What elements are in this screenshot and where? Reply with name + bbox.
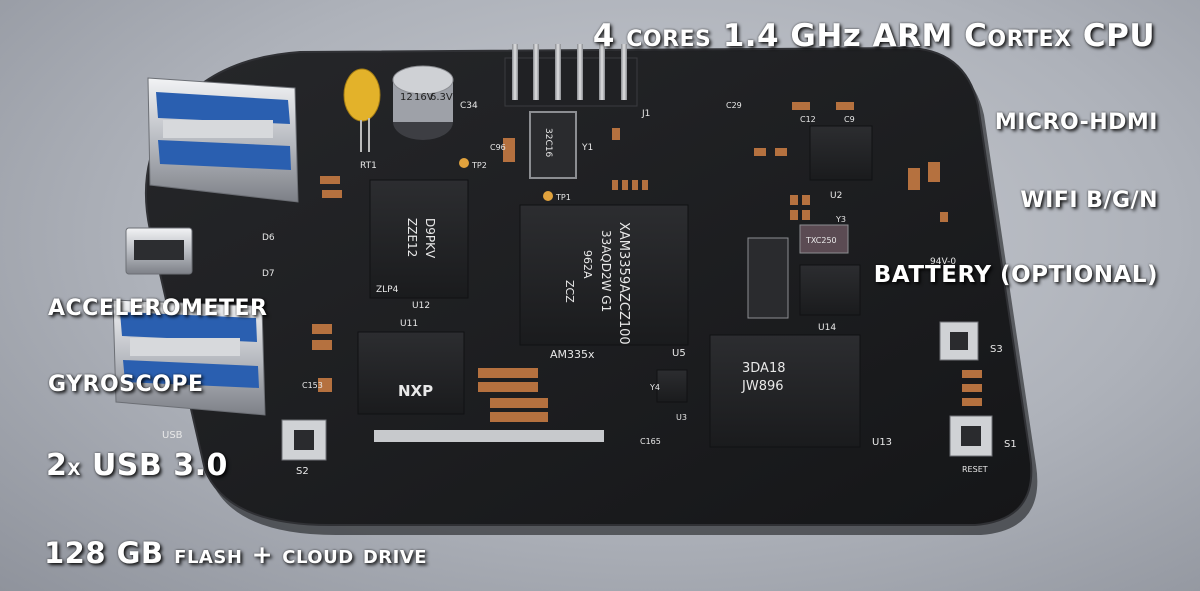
label-u14: U14 xyxy=(818,323,836,333)
label-y4: Y4 xyxy=(649,383,660,392)
label-u3: U3 xyxy=(676,413,687,422)
usb-connector-top xyxy=(147,77,299,203)
label-c34: C34 xyxy=(460,101,478,111)
test-points: TP2 TP1 xyxy=(459,158,571,202)
label-s2: S2 xyxy=(296,466,309,477)
chip-u2: U2 xyxy=(809,125,873,201)
label-y3: Y3 xyxy=(835,215,846,224)
silkscreen-labels: D6 D7 94V-0 C29 C12 C9 C96 C165 C153 xyxy=(262,101,956,446)
chip-u12: ZZE12 D9PKV ZLP4 U12 xyxy=(369,179,469,311)
feature-flash-storage: 128 GB flash + cloud drive xyxy=(44,536,427,570)
label-c9: C9 xyxy=(844,115,855,124)
resistor-array xyxy=(374,237,789,442)
label-d7: D7 xyxy=(262,269,275,279)
feature-cpu: 4 cores 1.4 GHz ARM Cortex CPU xyxy=(593,18,1155,54)
label-c153: C153 xyxy=(302,381,323,390)
c34-value-1: 12 xyxy=(400,92,413,103)
label-u12: U12 xyxy=(412,301,430,311)
crystal-y3: TXC250 Y3 xyxy=(799,215,849,254)
label-tp2: TP2 xyxy=(471,161,487,170)
feature-wifi: WIFI B/G/N xyxy=(1020,188,1158,213)
feature-usb: 2x USB 3.0 xyxy=(46,448,228,483)
feature-micro-hdmi: MICRO-HDMI xyxy=(994,110,1158,135)
cpu-cores-word: cores xyxy=(626,18,712,54)
chip-u11: NXP U11 xyxy=(357,319,465,415)
cpu-cortex-word: Cortex xyxy=(964,18,1072,54)
y3-marking: TXC250 xyxy=(805,236,837,245)
cpu-marking-1: XAM3359AZCZ100 xyxy=(616,222,631,345)
feature-accelerometer: ACCELEROMETER xyxy=(48,296,268,321)
switch-s2: S2 xyxy=(281,419,327,477)
feature-battery: BATTERY (OPTIONAL) xyxy=(873,262,1158,288)
cpu-core-count: 4 xyxy=(592,18,615,54)
u12-marking-3: ZLP4 xyxy=(376,285,399,295)
label-tp1: TP1 xyxy=(555,193,571,202)
usb-count: 2 xyxy=(46,448,68,483)
ceramic-capacitor: RT1 xyxy=(343,68,381,171)
c34-value-3: 6.3V xyxy=(430,92,453,103)
pin-header-j1: J1 xyxy=(504,44,650,119)
label-c12: C12 xyxy=(800,115,816,124)
label-j1: J1 xyxy=(641,109,650,119)
micro-connector xyxy=(125,227,193,275)
label-u2: U2 xyxy=(830,191,842,201)
label-usb: USB xyxy=(162,430,183,441)
u12-marking-1: ZZE12 xyxy=(405,218,419,257)
electrolytic-capacitor-c34: 12 16V 6.3V C34 xyxy=(392,65,478,140)
label-c29: C29 xyxy=(726,101,742,110)
usb-connector-bottom: USB xyxy=(112,299,266,441)
u13-marking-2: JW896 xyxy=(741,379,784,394)
label-reset: RESET xyxy=(962,465,988,474)
label-s3: S3 xyxy=(990,344,1003,355)
c34-value-2: 16V xyxy=(414,92,434,103)
cpu-frequency: 1.4 GHz ARM xyxy=(722,18,953,54)
cpu-marking-2: 33AQD2W G1 xyxy=(599,230,613,312)
cpu-marking-3: 962A xyxy=(581,250,594,279)
label-u5: U5 xyxy=(672,348,686,359)
cpu-marking-4: ZCZ xyxy=(563,280,576,303)
board-mark: 94V-0 xyxy=(930,257,956,267)
u11-logo: NXP xyxy=(398,382,433,400)
y1-marking: 32C16 xyxy=(543,128,553,157)
smd-components xyxy=(312,102,982,422)
u12-marking-2: D9PKV xyxy=(423,218,437,259)
cpu-word: CPU xyxy=(1082,18,1155,54)
cpu-chip-u5: XAM3359AZCZ100 33AQD2W G1 962A ZCZ AM335… xyxy=(519,204,689,361)
label-y1: Y1 xyxy=(581,143,593,153)
crystal-y1: 32C16 Y1 xyxy=(529,111,593,179)
usb-type: USB 3.0 xyxy=(91,448,228,483)
feature-gyroscope: GYROSCOPE xyxy=(48,372,204,397)
flash-description: flash + cloud drive xyxy=(174,540,428,569)
cpu-ref: AM335x xyxy=(550,348,595,361)
switch-s3: S3 xyxy=(939,321,1003,361)
u13-marking-1: 3DA18 xyxy=(742,361,786,376)
label-d6: D6 xyxy=(262,233,275,243)
usb-x: x xyxy=(67,453,81,481)
label-u11: U11 xyxy=(400,319,418,329)
label-s1: S1 xyxy=(1004,439,1017,450)
switch-s1: S1 RESET xyxy=(949,415,1017,474)
flash-size: 128 GB xyxy=(44,536,164,570)
chip-y4: Y4 U3 xyxy=(649,369,688,422)
chip-u13: 3DA18 JW896 U13 xyxy=(709,334,892,448)
label-c96: C96 xyxy=(490,143,506,152)
chip-u14: U14 xyxy=(799,264,861,333)
label-c165: C165 xyxy=(640,437,661,446)
label-rt1: RT1 xyxy=(360,161,377,171)
label-u13: U13 xyxy=(872,437,892,448)
